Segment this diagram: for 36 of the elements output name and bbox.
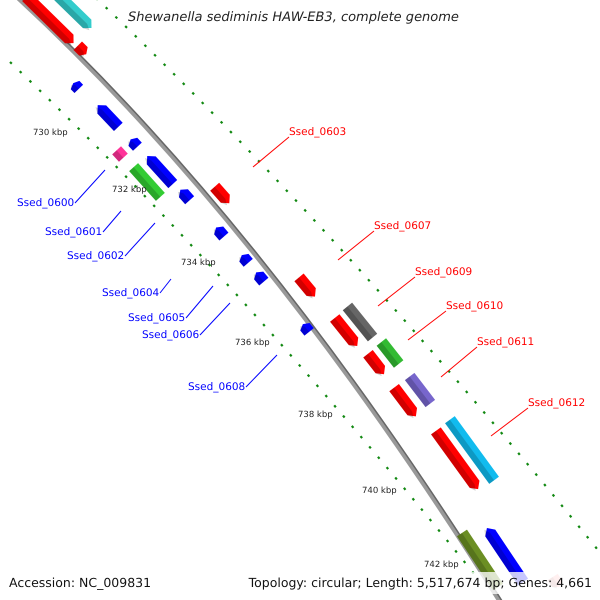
leader-line <box>378 276 416 306</box>
leader-line <box>490 408 528 436</box>
tick-label: 740 kbp <box>362 486 397 496</box>
gene-label: Ssed_0612 <box>528 397 586 409</box>
tick-label: 734 kbp <box>181 258 216 268</box>
gene-label: Ssed_0608 <box>188 381 246 393</box>
leader-line <box>74 170 106 204</box>
leader-line <box>124 222 156 256</box>
tick-label: 738 kbp <box>298 410 333 420</box>
leader-line <box>252 136 290 168</box>
map-title: Shewanella sediminis HAW-EB3, complete genome <box>128 10 459 25</box>
gene-label: Ssed_0609 <box>415 266 472 278</box>
leader-line <box>186 286 214 318</box>
gene-label: Ssed_0600 <box>17 197 74 209</box>
gene-label: Ssed_0603 <box>289 126 346 138</box>
accession-text: Accession: NC_009831 <box>9 575 152 590</box>
gene-label: Ssed_0611 <box>477 336 534 348</box>
gene-label: Ssed_0606 <box>142 329 200 341</box>
tick-label: 732 kbp <box>112 185 147 195</box>
gene-label: Ssed_0604 <box>102 287 160 299</box>
leader-line <box>338 230 374 260</box>
leader-line <box>102 210 122 232</box>
leader-line <box>246 354 278 388</box>
leader-line <box>160 278 172 294</box>
tick-label: 730 kbp <box>33 128 68 138</box>
gene-label: Ssed_0601 <box>45 226 102 238</box>
tick-label: 736 kbp <box>235 338 270 348</box>
gene-label: Ssed_0607 <box>374 220 432 232</box>
gene-label: Ssed_0602 <box>67 250 124 262</box>
leader-line <box>440 346 478 378</box>
tick-label: 742 kbp <box>424 560 459 570</box>
gene-label: Ssed_0605 <box>128 312 186 324</box>
leader-line <box>408 310 446 340</box>
genome-info-text: Topology: circular; Length: 5,517,674 bp; Genes: 4,661 <box>248 575 592 590</box>
leader-line <box>200 302 230 336</box>
gene-label: Ssed_0610 <box>446 300 504 312</box>
